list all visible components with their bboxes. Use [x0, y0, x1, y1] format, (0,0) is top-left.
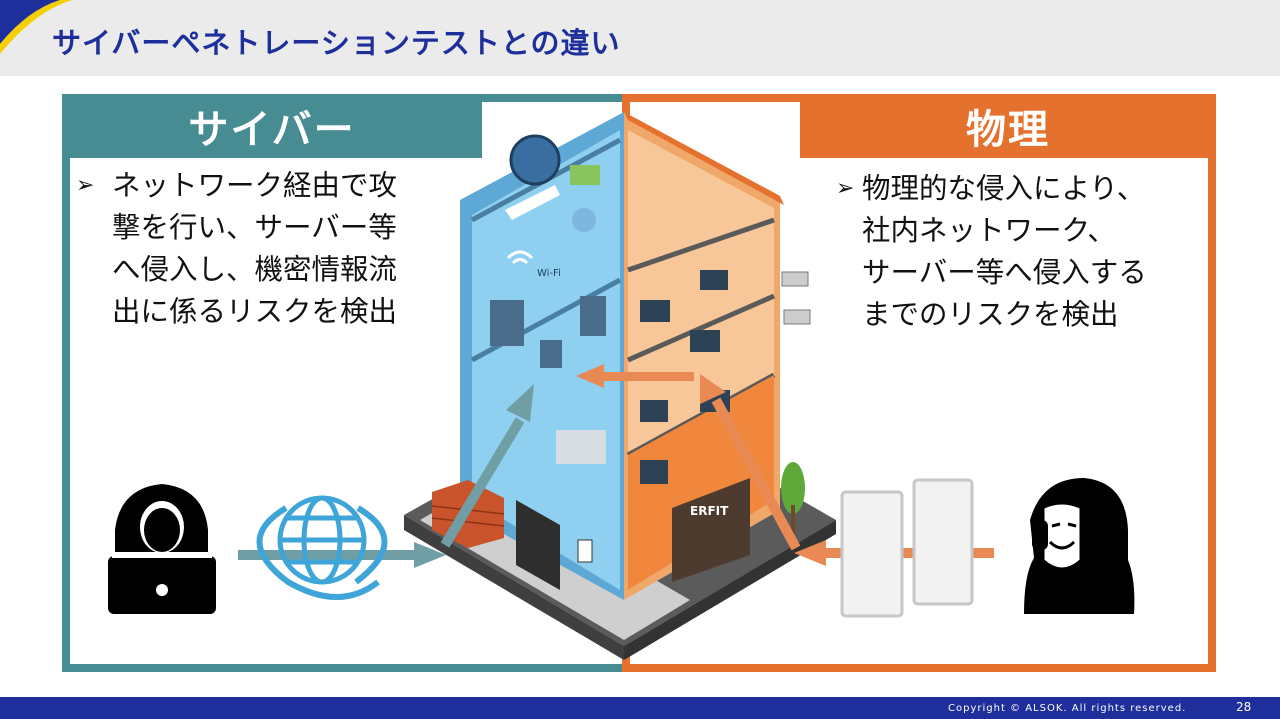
cyber-desc-line: 出に係るリスクを検出	[112, 295, 398, 328]
cyber-bullet-icon: ➢	[76, 173, 95, 198]
cyber-desc-line: 撃を行い、サーバー等	[112, 211, 397, 244]
physical-desc-line: 物理的な侵入により、	[862, 172, 1146, 205]
page-number: 28	[1236, 700, 1252, 714]
cyber-desc-line: へ侵入し、機密情報流	[112, 253, 398, 286]
copyright-text: Copyright © ALSOK. All rights reserved.	[948, 703, 1187, 714]
physical-bullet-icon: ➢	[836, 176, 855, 201]
header-accent-stripe	[0, 0, 72, 54]
physical-desc-line: 社内ネットワーク、	[862, 214, 1116, 247]
physical-heading: 物理	[800, 94, 1216, 158]
cyber-heading: サイバー	[62, 94, 482, 158]
page-title: サイバーペネトレーションテストとの違い	[52, 26, 621, 60]
footer-bar	[0, 697, 1280, 719]
header-bar	[0, 0, 1280, 76]
cyber-description: ➢ ネットワーク経由で攻 撃を行い、サーバー等 へ侵入し、機密情報流 出に係るリ…	[76, 165, 446, 333]
physical-desc-line: サーバー等へ侵入する	[862, 256, 1147, 289]
physical-description: ➢ 物理的な侵入により、 社内ネットワーク、 サーバー等へ侵入する までのリスク…	[836, 168, 1206, 336]
physical-desc-line: までのリスクを検出	[862, 298, 1119, 331]
cyber-desc-line: ネットワーク経由で攻	[112, 169, 398, 202]
